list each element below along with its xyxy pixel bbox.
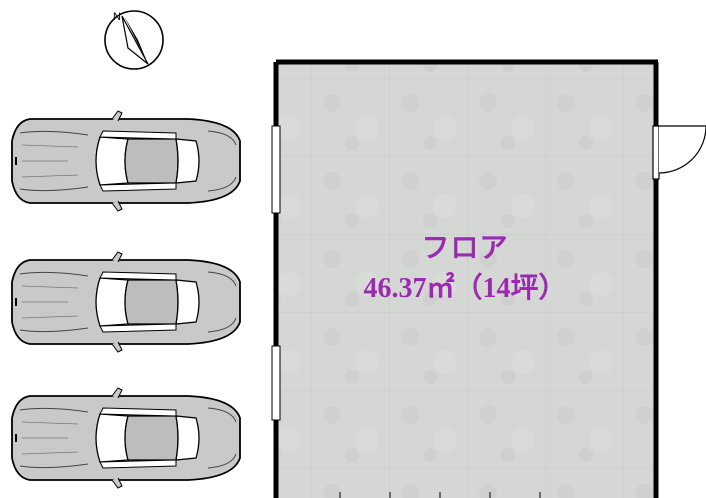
compass-north-arrow-icon: N [104, 10, 164, 70]
room-floor [274, 62, 656, 498]
compass-north-label: N [113, 11, 121, 23]
room-area-label: 46.37㎡（14坪） [363, 273, 567, 304]
window-openings [271, 125, 281, 421]
room-walls [273, 59, 659, 498]
car-top-view-icon [11, 251, 241, 353]
swing-door-icon [652, 125, 706, 180]
bottom-grid-ticks [339, 492, 541, 498]
room-name-label: フロア [421, 233, 509, 264]
car-top-view-icon [11, 110, 241, 212]
car-top-view-icon [11, 387, 241, 489]
